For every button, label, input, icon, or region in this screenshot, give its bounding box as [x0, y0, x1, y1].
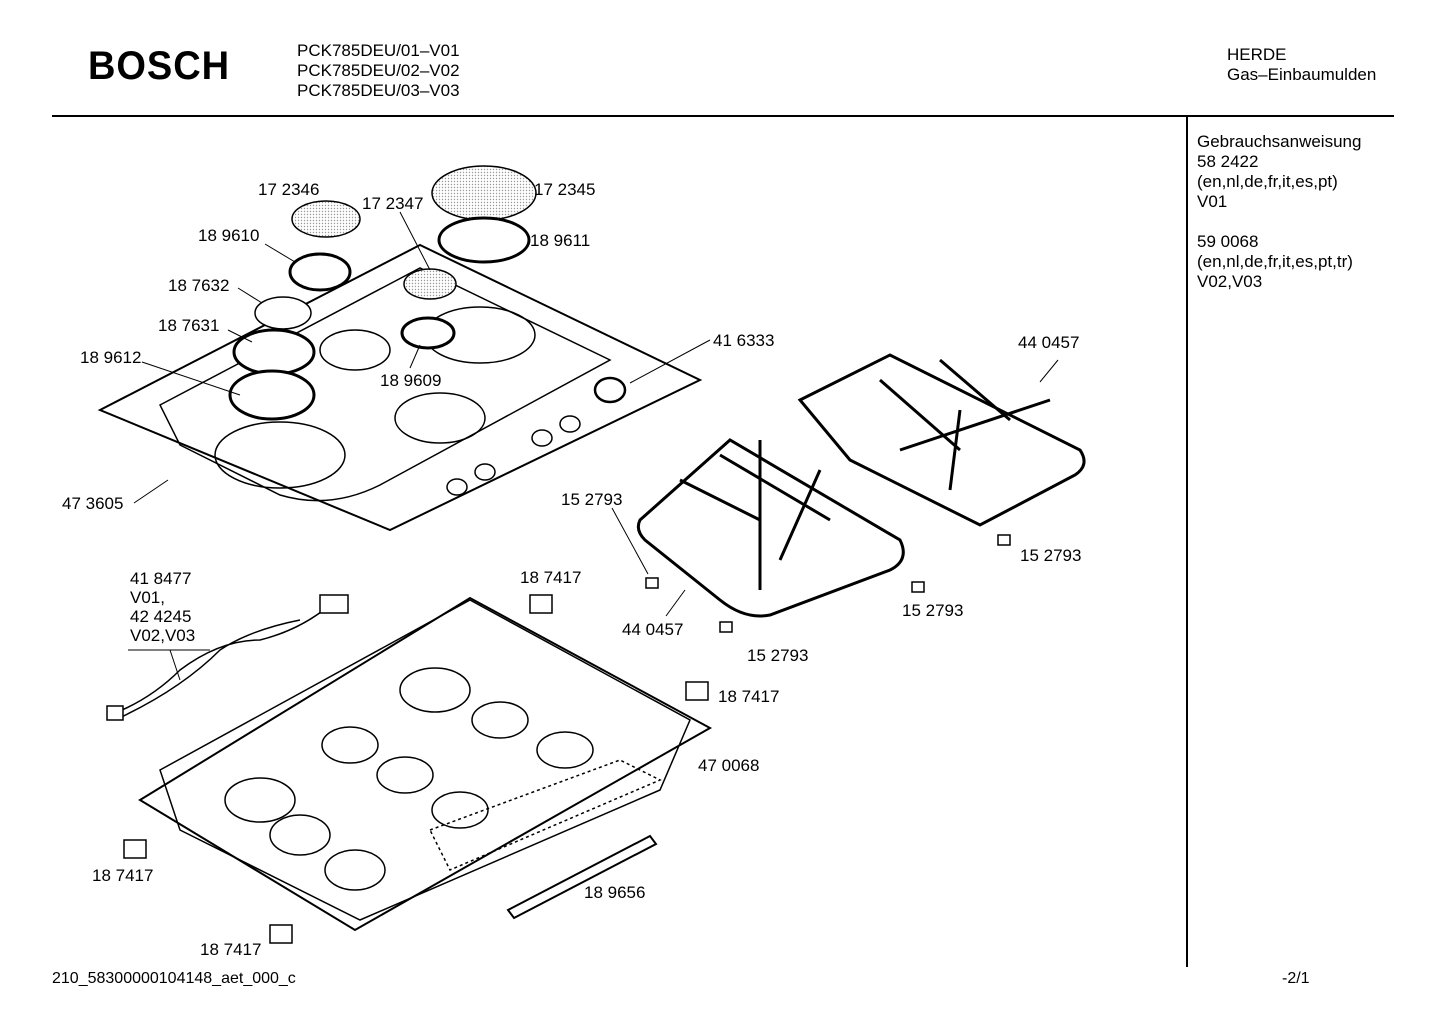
part-label: 15 2793: [747, 646, 809, 665]
model-number: PCK785DEU/03–V03: [297, 81, 460, 100]
bosch-logo: BOSCH: [88, 44, 230, 88]
base-tray: [138, 596, 713, 932]
manual-languages: (en,nl,de,fr,it,es,pt): [1197, 172, 1338, 191]
part-label: 17 2346: [258, 180, 320, 199]
manual-number: 58 2422: [1197, 152, 1259, 171]
manual-number: 59 0068: [1197, 232, 1259, 251]
part-label: 18 7632: [168, 276, 230, 295]
part-label: 18 9609: [380, 371, 442, 390]
part-label: 17 2345: [534, 180, 596, 199]
cable-part-number: 42 4245: [130, 607, 192, 626]
part-label: 44 0457: [1018, 333, 1080, 352]
side-divider: [1186, 117, 1188, 967]
manual-languages: (en,nl,de,fr,it,es,pt,tr): [1197, 252, 1353, 271]
part-label: 18 9656: [584, 883, 646, 902]
part-label: 15 2793: [561, 490, 623, 509]
part-label: 18 7631: [158, 316, 220, 335]
part-label: 18 9612: [80, 348, 142, 367]
part-label: 15 2793: [1020, 546, 1082, 565]
cable-plug: [106, 705, 124, 721]
mains-plug: [319, 594, 349, 614]
seal-strip: [506, 834, 658, 920]
manual-versions: V01: [1197, 192, 1228, 211]
part-label: 47 0068: [698, 756, 760, 775]
manual-info: Gebrauchsanweisung 58 2422 (en,nl,de,fr,…: [1197, 132, 1361, 292]
model-list: PCK785DEU/01–V01 PCK785DEU/02–V02 PCK785…: [297, 41, 460, 101]
part-label: 17 2347: [362, 194, 424, 213]
cable-version: V01,: [130, 588, 165, 607]
part-label: 41 6333: [713, 331, 775, 350]
cable-part-number: 41 8477: [130, 569, 192, 588]
part-label: 44 0457: [622, 620, 684, 639]
category: HERDE Gas–Einbaumulden: [1227, 45, 1376, 85]
part-label: 15 2793: [902, 601, 964, 620]
power-cable: [109, 604, 331, 721]
part-label: 18 7417: [718, 687, 780, 706]
manual-title: Gebrauchsanweisung: [1197, 132, 1362, 151]
part-label: 18 9611: [530, 231, 591, 250]
category-sub: Gas–Einbaumulden: [1227, 65, 1377, 84]
cable-version: V02,V03: [130, 626, 196, 645]
hob-top-plate: [97, 243, 703, 532]
part-label: 18 9610: [198, 226, 260, 245]
header-divider: [52, 115, 1394, 117]
model-number: PCK785DEU/01–V01: [297, 41, 460, 60]
part-label: 47 3605: [62, 494, 124, 513]
part-label: 18 7417: [520, 568, 582, 587]
document-id: 210_58300000104148_aet_000_c: [52, 970, 296, 987]
burners: [228, 165, 627, 421]
model-number: PCK785DEU/02–V02: [297, 61, 460, 80]
category-main: HERDE: [1227, 45, 1287, 64]
part-label: 18 7417: [92, 866, 154, 885]
cable-part-label: 41 8477 V01, 42 4245 V02,V03: [130, 569, 195, 645]
mounting-clips: [123, 594, 709, 944]
leader-lines: [128, 211, 1059, 681]
page-number: -2/1: [1282, 970, 1310, 987]
rubber-feet: [645, 534, 1011, 633]
manual-versions: V02,V03: [1197, 272, 1263, 291]
pan-supports: [636, 353, 1086, 618]
part-label: 18 7417: [200, 940, 262, 959]
